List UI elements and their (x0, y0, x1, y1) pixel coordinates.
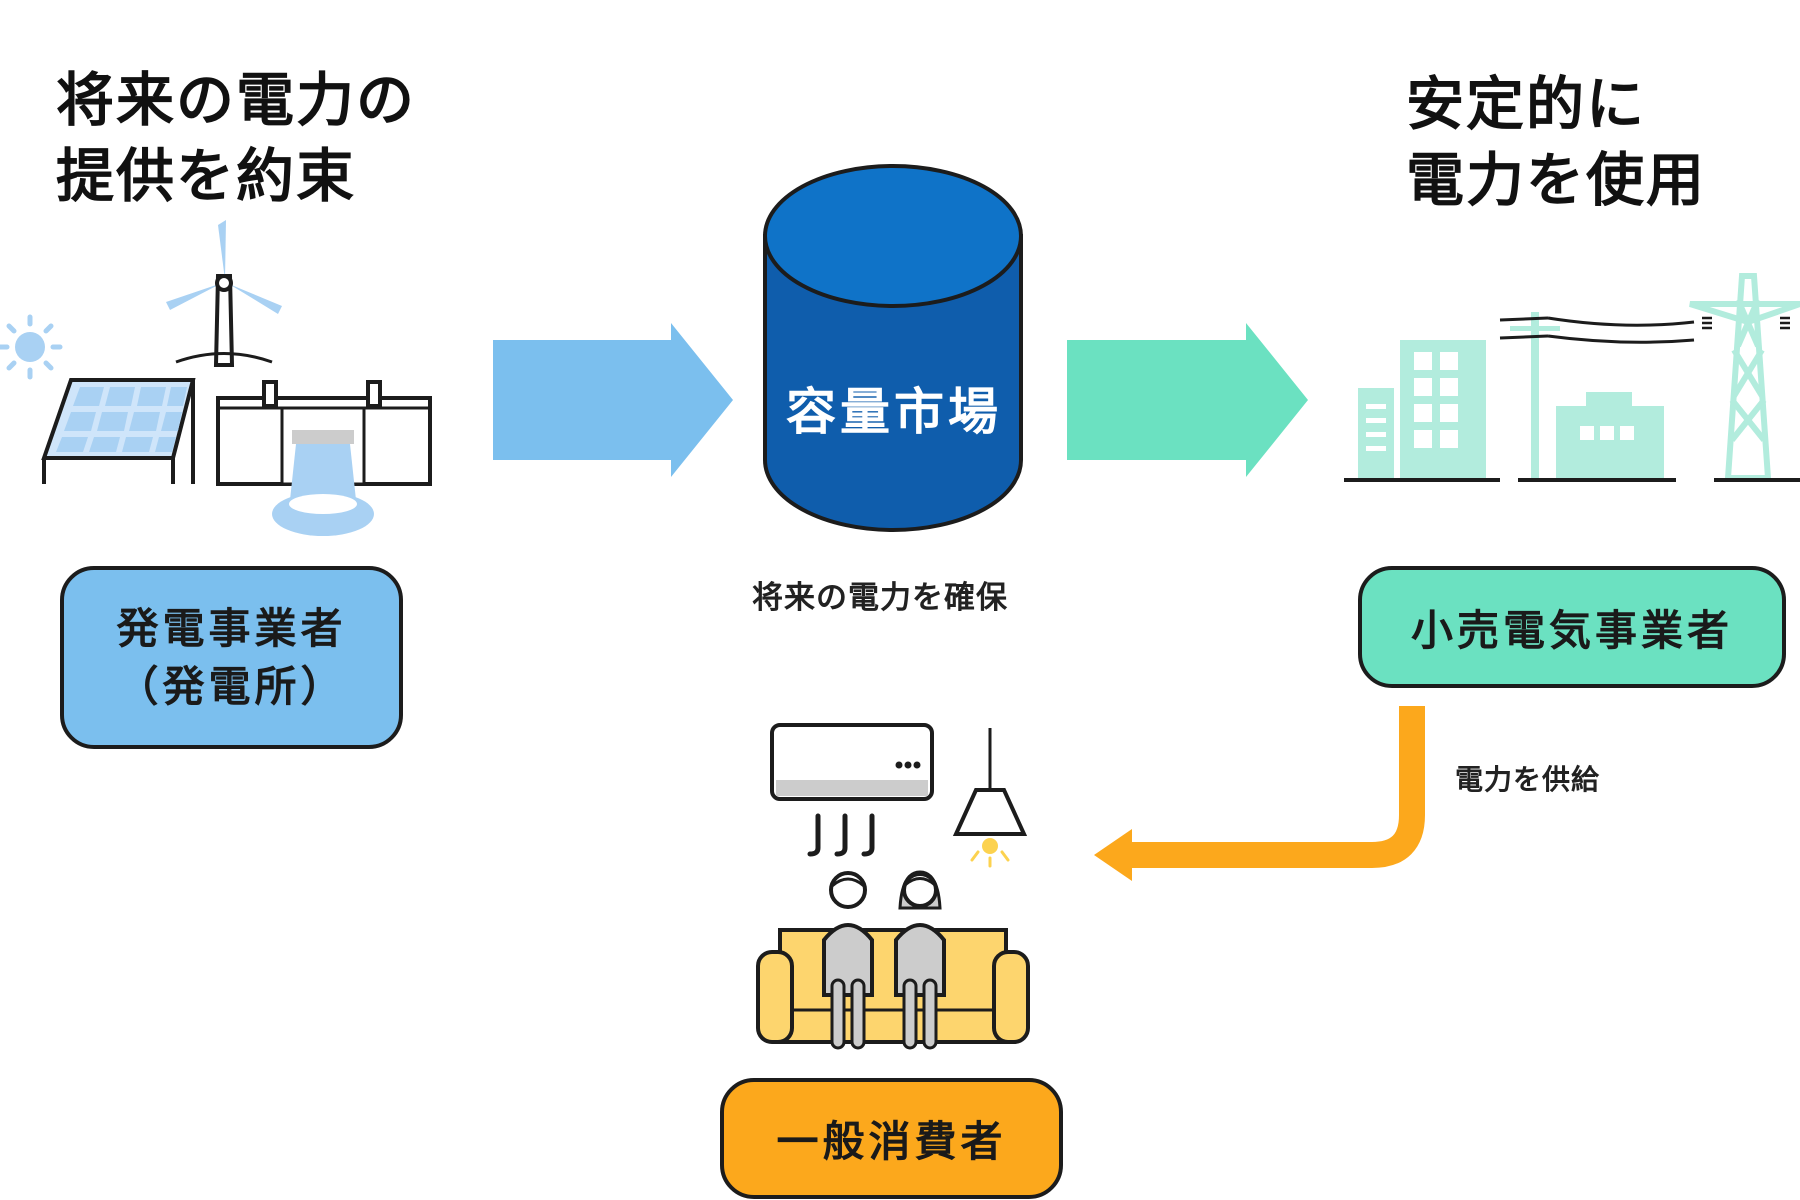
heading-right-line-1: 安定的に (1406, 70, 1647, 138)
retailer-box: 小売電気事業者 (1358, 566, 1786, 688)
heading-promise-future-power: 将来の電力の 提供を約束 (56, 62, 416, 214)
secure-future-power-caption: 将来の電力を確保 (752, 580, 1008, 616)
arrow-gen-to-market (493, 323, 733, 477)
heading-right-line-2: 電力を使用 (1406, 146, 1707, 214)
heading-stable-power-use: 安定的に 電力を使用 (1406, 66, 1706, 218)
power-grid-buildings-icon (1344, 273, 1800, 482)
family-on-sofa-icon (756, 870, 1030, 1050)
arrow-retail-to-consumer (1094, 706, 1425, 881)
air-conditioner-icon (770, 723, 934, 857)
solar-panel-icon (41, 378, 196, 484)
lamp-icon (952, 728, 1028, 868)
retailer-label: 小売電気事業者 (1410, 605, 1733, 655)
consumer-label: 一般消費者 (776, 1117, 1007, 1166)
wind-turbine-icon (166, 220, 282, 367)
arrow-market-to-retail (1067, 323, 1308, 477)
generator-sublabel: （発電所） (116, 661, 347, 711)
supply-power-caption: 電力を供給 (1455, 763, 1601, 796)
sun-icon (0, 314, 63, 380)
heading-left-line-1: 将来の電力の (56, 66, 417, 134)
capacity-market-cylinder-icon (763, 164, 1023, 532)
heading-left-line-2: 提供を約束 (56, 142, 357, 210)
generator-box: 発電事業者 （発電所） (60, 566, 403, 749)
consumer-box: 一般消費者 (720, 1078, 1063, 1199)
dam-icon (216, 380, 432, 536)
capacity-market-label: 容量市場 (786, 383, 1002, 441)
generator-label: 発電事業者 (116, 603, 347, 653)
